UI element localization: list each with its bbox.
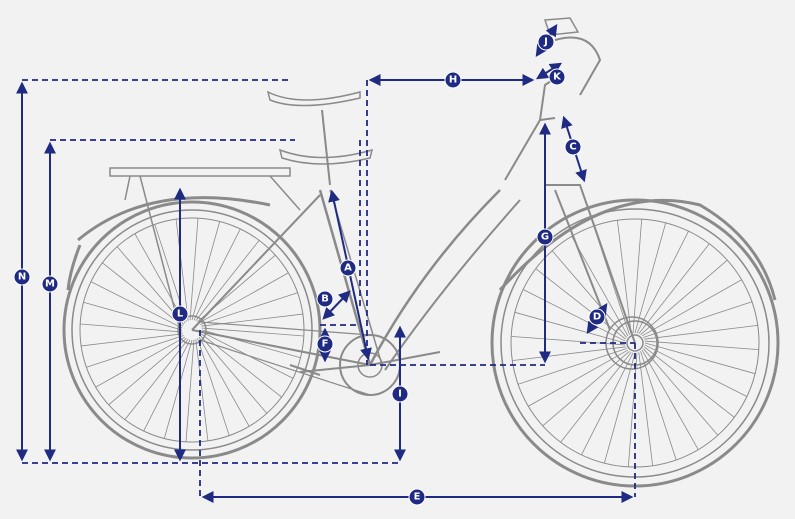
svg-text:F: F [322, 339, 329, 350]
spoke [522, 289, 626, 342]
svg-text:K: K [553, 72, 562, 83]
svg-text:B: B [321, 294, 329, 305]
spoke [634, 222, 667, 334]
spoke [195, 339, 209, 441]
svg-text:G: G [541, 232, 549, 243]
label-h: H [444, 71, 462, 89]
spoke [201, 327, 304, 337]
spoke [571, 236, 629, 337]
spoke [197, 338, 230, 436]
spoke [86, 335, 184, 368]
spoke [200, 292, 298, 325]
letter-badges: A B C D E F G H I J K L M N [13, 33, 606, 506]
label-n: N [13, 268, 31, 286]
spoke [560, 351, 632, 443]
spoke [643, 348, 719, 436]
spoke [644, 324, 758, 340]
spoke [200, 335, 268, 414]
label-f: F [316, 335, 334, 353]
spoke [528, 349, 629, 407]
label-g: G [536, 228, 554, 246]
spoke [643, 346, 735, 418]
spoke [95, 336, 186, 388]
spoke [627, 352, 638, 467]
spoke [185, 339, 195, 442]
label-i: I [391, 385, 409, 403]
spoke [90, 281, 183, 329]
spoke [83, 301, 183, 331]
spoke [102, 262, 184, 327]
svg-text:H: H [449, 75, 457, 86]
spoke [191, 221, 221, 321]
dim-line-b [322, 290, 351, 320]
spoke [603, 352, 636, 464]
spoke [108, 338, 187, 406]
spoke [616, 220, 632, 334]
spoke [640, 259, 728, 335]
label-j: J [537, 33, 555, 51]
spoke [143, 339, 191, 432]
spoke [641, 279, 742, 337]
spoke [644, 340, 759, 351]
spoke [643, 301, 753, 338]
dim-line-k [535, 62, 563, 80]
label-c: C [564, 138, 582, 156]
label-a: A [339, 259, 357, 277]
svg-text:A: A [344, 263, 352, 274]
dimension-arrows [16, 23, 634, 503]
spoke [644, 342, 756, 375]
spoke [636, 230, 689, 334]
label-m: M [41, 275, 59, 293]
label-e: E [408, 488, 426, 506]
spoke [640, 351, 677, 461]
spoke [175, 219, 189, 321]
svg-text:E: E [414, 492, 421, 503]
svg-text:N: N [18, 272, 26, 283]
spoke [641, 349, 699, 450]
spoke [581, 352, 634, 456]
spoke [201, 313, 303, 327]
spoke [81, 333, 183, 347]
spoke [638, 352, 654, 466]
reference-lines [22, 79, 636, 497]
svg-text:L: L [177, 309, 184, 320]
label-d: D [588, 308, 606, 326]
spoke [198, 336, 250, 427]
svg-text:J: J [543, 37, 548, 48]
svg-text:D: D [593, 312, 601, 323]
svg-text:I: I [398, 389, 402, 400]
svg-text:C: C [569, 142, 576, 153]
label-l: L [171, 305, 189, 323]
spoke [551, 250, 627, 338]
spoke [644, 344, 748, 397]
label-b: B [316, 290, 334, 308]
spoke [193, 228, 241, 321]
spoke [511, 335, 626, 346]
spoke [632, 219, 643, 334]
spoke [638, 243, 710, 335]
spoke [189, 218, 199, 321]
spoke [80, 323, 183, 333]
spoke [198, 272, 289, 324]
spoke [163, 339, 193, 439]
svg-text:M: M [45, 279, 55, 290]
bicycle-sketch [62, 17, 780, 488]
spoke [542, 351, 630, 427]
label-k: K [548, 68, 566, 86]
spoke [195, 240, 260, 322]
